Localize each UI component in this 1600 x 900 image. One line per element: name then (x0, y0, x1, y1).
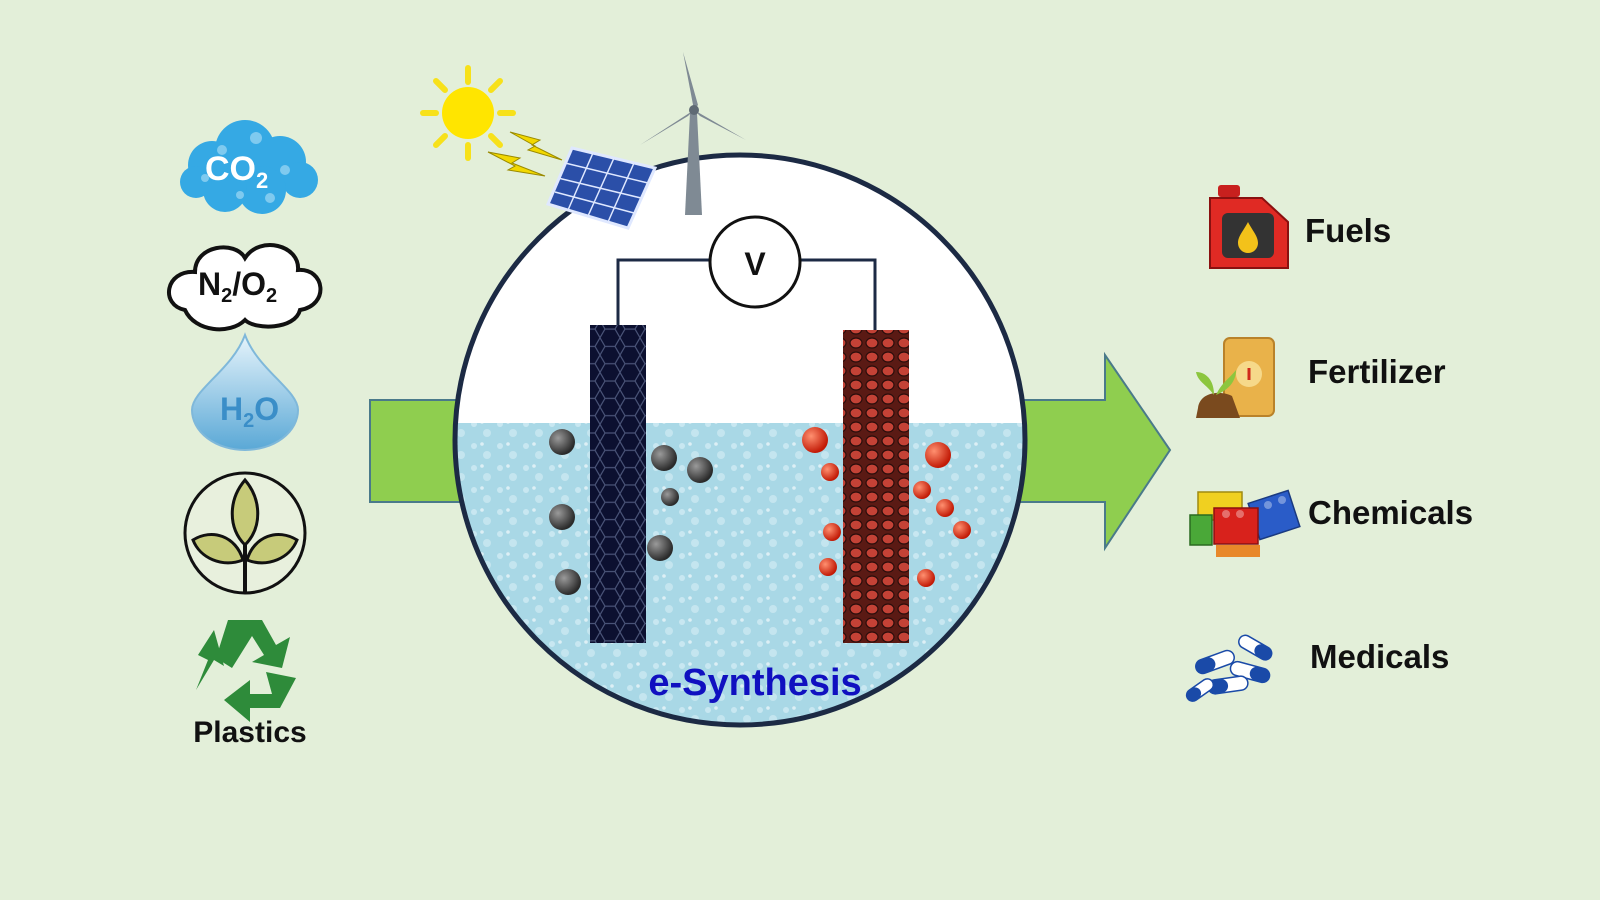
h2o-label: H2O (220, 391, 279, 432)
red-molecules (802, 427, 971, 587)
lightning-icon (487, 131, 563, 177)
co2-cloud-icon (180, 120, 318, 214)
plastics-label: Plastics (193, 716, 306, 749)
output-label-medicals: Medicals (1310, 638, 1449, 675)
voltmeter-icon (708, 215, 802, 309)
air-cloud-icon (167, 243, 323, 332)
co2-label: CO2 (205, 150, 268, 193)
building-blocks-icon (1189, 489, 1301, 557)
cathode-electrode (590, 325, 646, 643)
fuel-canister-icon (1209, 185, 1289, 269)
output-label-fuels: Fuels (1305, 212, 1391, 249)
solar-panel-icon (545, 146, 658, 230)
sun-icon (420, 65, 516, 161)
recycle-icon (196, 620, 296, 722)
wire-right (800, 258, 877, 330)
fertilizer-bag-icon (1196, 337, 1275, 418)
cell-title: e-Synthesis (648, 662, 861, 704)
biomass-leaf-icon (183, 471, 307, 595)
water-drop-icon (190, 332, 300, 451)
n2o2-label: N2/O2 (198, 266, 277, 307)
capsules-icon (1185, 634, 1273, 702)
wire-left (616, 258, 710, 325)
wind-turbine-icon (640, 52, 746, 215)
voltmeter-label: V (744, 246, 766, 282)
output-label-chemicals: Chemicals (1308, 494, 1473, 531)
output-label-fertilizer: Fertilizer (1308, 353, 1446, 390)
anode-electrode (843, 330, 909, 643)
gray-molecules (549, 429, 713, 595)
